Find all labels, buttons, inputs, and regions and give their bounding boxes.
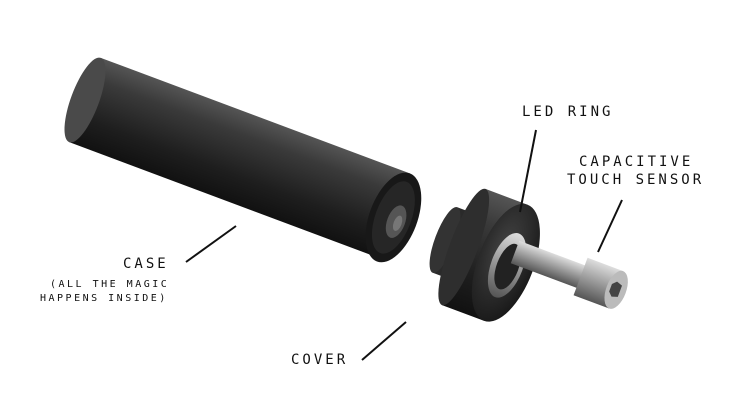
capacitive-label-line2: TOUCH SENSOR — [567, 172, 705, 188]
case-note-line1: (ALL THE MAGIC — [50, 279, 170, 290]
case-cylinder — [64, 57, 422, 263]
touch-sensor-part — [510, 240, 628, 309]
led-ring-leader — [519, 129, 537, 213]
hex-socket — [609, 281, 623, 297]
case-label: CASE — [123, 256, 169, 272]
capacitive-label-line1: CAPACITIVE — [579, 154, 694, 170]
case-note-line2: HAPPENS INSIDE) — [40, 293, 168, 304]
cover-leader — [361, 321, 407, 361]
led-ring-label: LED RING — [522, 104, 614, 120]
case-leader — [185, 225, 237, 263]
cover-label: COVER — [291, 352, 349, 368]
touch-sensor-leader — [597, 199, 623, 253]
